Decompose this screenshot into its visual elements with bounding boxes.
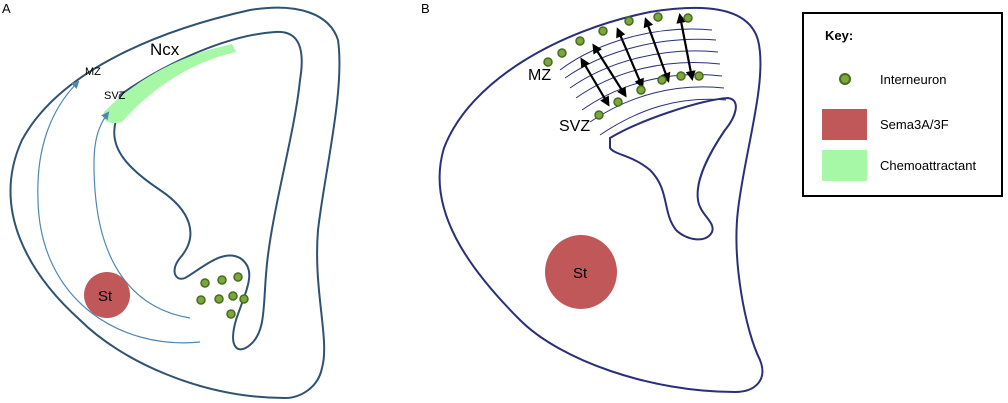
interneuron <box>683 13 693 23</box>
key-item-chemoattractant-label: Chemoattractant <box>880 158 976 173</box>
panel-b-ventricle-outline <box>609 96 737 241</box>
interneuron <box>575 36 585 46</box>
panel-a-ventricle-outline <box>113 30 303 351</box>
panel-a-svz-label: SVZ <box>104 90 126 102</box>
panel-b-mz-interneurons <box>543 12 693 67</box>
interneuron <box>239 294 249 304</box>
panel-b-svz-label: SVZ <box>559 118 590 135</box>
panel-a-mz-label: MZ <box>85 66 101 78</box>
double-arrow <box>643 17 671 83</box>
interneuron <box>594 110 604 120</box>
interneuron-icon <box>839 73 851 85</box>
key-title: Key: <box>825 28 853 43</box>
interneuron <box>653 12 663 22</box>
key-item-sema3a-label: Sema3A/3F <box>880 117 949 132</box>
panel-b-letter: B <box>421 1 430 16</box>
interneuron <box>613 97 623 107</box>
panel-b-hemisphere-outline <box>438 6 764 394</box>
interneuron <box>214 294 224 304</box>
interneuron <box>557 48 567 58</box>
panel-b-striatum <box>545 235 617 309</box>
panel-a-ncx-label: Ncx <box>150 40 180 59</box>
chemoattractant-swatch <box>822 150 867 181</box>
interneuron <box>543 57 553 67</box>
panel-a-letter: A <box>2 1 11 16</box>
panel-a-striatum-label: St <box>98 288 113 305</box>
panel-b: B <box>421 1 764 394</box>
interneuron <box>196 295 206 305</box>
panel-a-mz-migration-arrow <box>37 80 201 344</box>
interneuron <box>228 291 238 301</box>
interneuron <box>657 75 667 85</box>
panel-a-interneuron-cluster <box>196 272 249 319</box>
panel-b-striatum-label: St <box>573 265 588 282</box>
panel-b-migration-double-arrows <box>580 13 696 107</box>
key-item-interneuron-label: Interneuron <box>880 72 947 87</box>
key-box: Key: Interneuron Sema3A/3F Chemoattracta… <box>802 12 1003 197</box>
panel-a-hemisphere-outline <box>9 6 341 400</box>
sema3a-swatch <box>822 109 867 140</box>
panel-a-striatum <box>84 272 130 318</box>
double-arrow <box>676 13 696 81</box>
panel-b-mz-label: MZ <box>528 67 551 84</box>
interneuron <box>217 275 227 285</box>
panel-a-svz-migration-arrow <box>93 111 191 319</box>
interneuron <box>598 26 608 36</box>
interneuron <box>636 85 646 95</box>
panel-a: A St Ncx MZ SVZ <box>2 1 341 400</box>
double-arrow <box>616 27 644 89</box>
interneuron <box>233 272 243 282</box>
interneuron <box>200 278 210 288</box>
interneuron <box>226 309 236 319</box>
panel-b-svz-interneurons <box>594 71 704 120</box>
panel-a-chemoattractant-band <box>103 44 236 124</box>
interneuron <box>694 71 704 81</box>
interneuron <box>624 16 634 26</box>
interneuron <box>676 71 686 81</box>
